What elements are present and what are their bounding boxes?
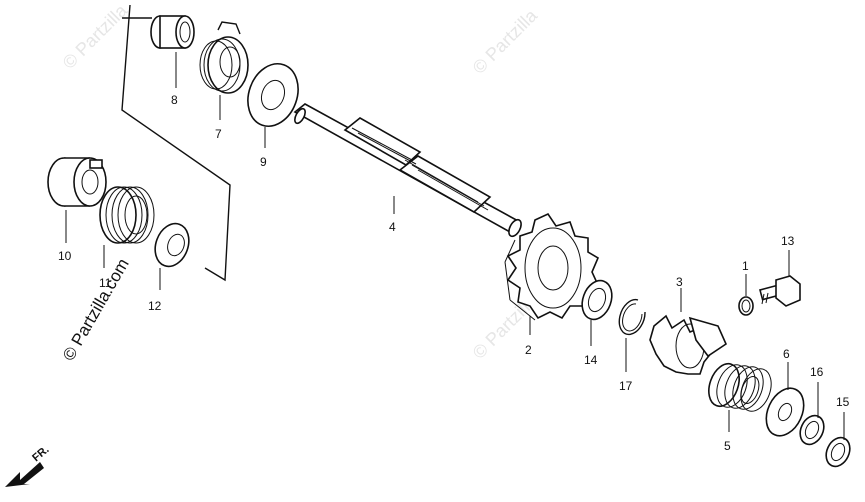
watermark: © Partzilla xyxy=(469,5,542,78)
label-7: 7 xyxy=(215,127,222,141)
label-1: 1 xyxy=(742,259,749,273)
label-10: 10 xyxy=(58,249,72,263)
label-4: 4 xyxy=(389,220,396,234)
label-15: 15 xyxy=(836,395,850,409)
bracket-line xyxy=(121,4,231,282)
arrow-icon xyxy=(5,462,44,487)
part-5-spring xyxy=(708,362,772,412)
label-13: 13 xyxy=(781,234,795,248)
label-3: 3 xyxy=(676,275,683,289)
part-15-washer xyxy=(825,436,851,468)
part-9-washer xyxy=(247,63,299,127)
part-2-gear xyxy=(504,212,600,321)
front-direction-arrow: FR. xyxy=(5,444,52,487)
part-7-spring xyxy=(199,21,249,94)
label-12: 12 xyxy=(148,299,162,313)
part-11-spring xyxy=(99,186,155,244)
part-14-washer xyxy=(581,279,613,321)
part-13-bolt xyxy=(759,275,801,307)
part-6-washer xyxy=(765,387,805,437)
label-14: 14 xyxy=(584,353,598,367)
part-10-bearing xyxy=(47,157,107,207)
label-6: 6 xyxy=(783,347,790,361)
label-2: 2 xyxy=(525,343,532,357)
part-3-gear xyxy=(649,314,728,375)
label-8: 8 xyxy=(171,93,178,107)
watermark: © Partzilla xyxy=(59,0,132,73)
watermark-side: © Partzilla.com xyxy=(59,255,133,364)
part-4-shaft xyxy=(293,103,522,238)
label-9: 9 xyxy=(260,155,267,169)
part-1-oring xyxy=(738,296,754,316)
part-12-washer xyxy=(154,222,190,268)
front-label: FR. xyxy=(30,444,51,465)
label-5: 5 xyxy=(724,439,731,453)
label-16: 16 xyxy=(810,365,824,379)
part-8-collar xyxy=(150,15,195,49)
part-17-circlip xyxy=(618,298,646,336)
label-11: 11 xyxy=(99,276,112,290)
label-17: 17 xyxy=(619,379,633,393)
